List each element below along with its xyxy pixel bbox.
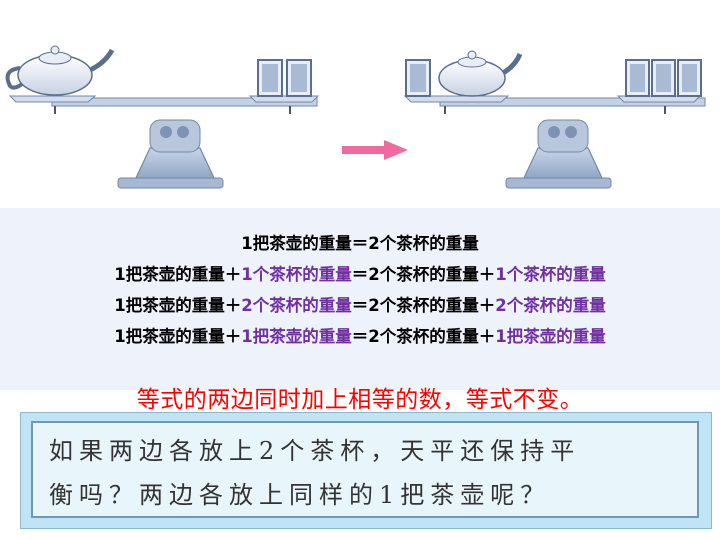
question-card: 如果两边各放上2个茶杯，天平还保持平 衡吗？两边各放上同样的1把茶壶呢？ xyxy=(31,421,699,518)
equation-highlight: 2个茶杯的重量 xyxy=(241,296,352,315)
equation-line-4: 1把茶壶的重量＋1把茶壶的重量＝2个茶杯的重量＋1把茶壶的重量 xyxy=(0,321,720,352)
balance-illustration xyxy=(5,45,706,189)
two-cups-left xyxy=(257,59,312,97)
equation-text: ＝2个茶杯的重量＋ xyxy=(351,327,496,346)
equation-highlight: 1个茶杯的重量 xyxy=(495,265,606,284)
equation-text: 1把茶壶的重量＋ xyxy=(114,296,242,315)
equation-text: ＝2个茶杯的重量＋ xyxy=(351,296,496,315)
equation-text: ＝2个茶杯的重量＋ xyxy=(351,265,496,284)
equation-highlight: 1把茶壶的重量 xyxy=(241,327,352,346)
question-box: 如果两边各放上2个茶杯，天平还保持平 衡吗？两边各放上同样的1把茶壶呢？ xyxy=(20,412,712,529)
equation-text: 1把茶壶的重量＋ xyxy=(114,327,242,346)
equation-text: 1把茶壶的重量＋ xyxy=(114,265,242,284)
illustration-panel xyxy=(0,18,720,390)
three-cups-right xyxy=(625,59,702,97)
equations-block: 1把茶壶的重量＝2个茶杯的重量 1把茶壶的重量＋1个茶杯的重量＝2个茶杯的重量＋… xyxy=(0,228,720,352)
equation-line-1: 1把茶壶的重量＝2个茶杯的重量 xyxy=(0,228,720,259)
arrow-icon xyxy=(342,140,408,160)
equation-highlight: 1个茶杯的重量 xyxy=(241,265,352,284)
equation-text: 1把茶壶的重量＝2个茶杯的重量 xyxy=(241,234,479,253)
equation-line-3: 1把茶壶的重量＋2个茶杯的重量＝2个茶杯的重量＋2个茶杯的重量 xyxy=(0,290,720,321)
question-line-1: 如果两边各放上2个茶杯，天平还保持平 xyxy=(49,437,581,465)
equation-line-2: 1把茶壶的重量＋1个茶杯的重量＝2个茶杯的重量＋1个茶杯的重量 xyxy=(0,259,720,290)
teapot-left xyxy=(5,45,115,96)
left-balance-scale xyxy=(8,95,320,189)
cup-with-teapot-right xyxy=(405,59,431,97)
conclusion-text: 等式的两边同时加上相等的数，等式不变。 xyxy=(136,387,584,413)
equation-highlight: 2个茶杯的重量 xyxy=(495,296,606,315)
equation-highlight: 1把茶壶的重量 xyxy=(495,327,606,346)
teapot-right xyxy=(438,50,523,97)
question-line-2: 衡吗？两边各放上同样的1把茶壶呢？ xyxy=(49,481,551,509)
right-balance-scale xyxy=(403,95,706,189)
